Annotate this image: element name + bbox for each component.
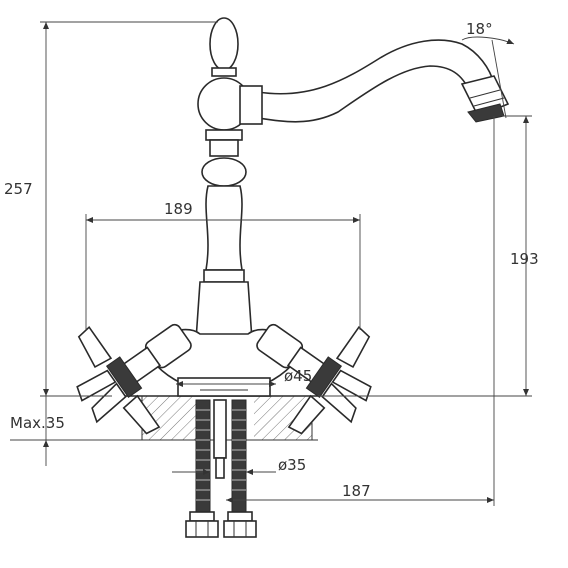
- label-193: 193: [510, 250, 539, 268]
- dim-187: [226, 116, 495, 506]
- label-max35: Max.35: [10, 414, 65, 432]
- label-189: 189: [164, 200, 193, 218]
- dim-189: [85, 214, 361, 330]
- dim-max35: [10, 396, 130, 466]
- label-35: ø35: [278, 456, 306, 474]
- label-45: ø45: [284, 367, 312, 385]
- faucet-body: [195, 17, 263, 351]
- left-handle: [76, 323, 192, 435]
- label-257: 257: [4, 180, 33, 198]
- right-handle: [256, 323, 372, 435]
- spout: [257, 39, 510, 123]
- supply-hoses: [185, 399, 257, 538]
- label-18-angle: 18°: [466, 20, 493, 38]
- label-187: 187: [342, 482, 371, 500]
- dim-257: [40, 21, 218, 397]
- dim-18-angle: [461, 36, 515, 119]
- dim-193: [318, 115, 532, 397]
